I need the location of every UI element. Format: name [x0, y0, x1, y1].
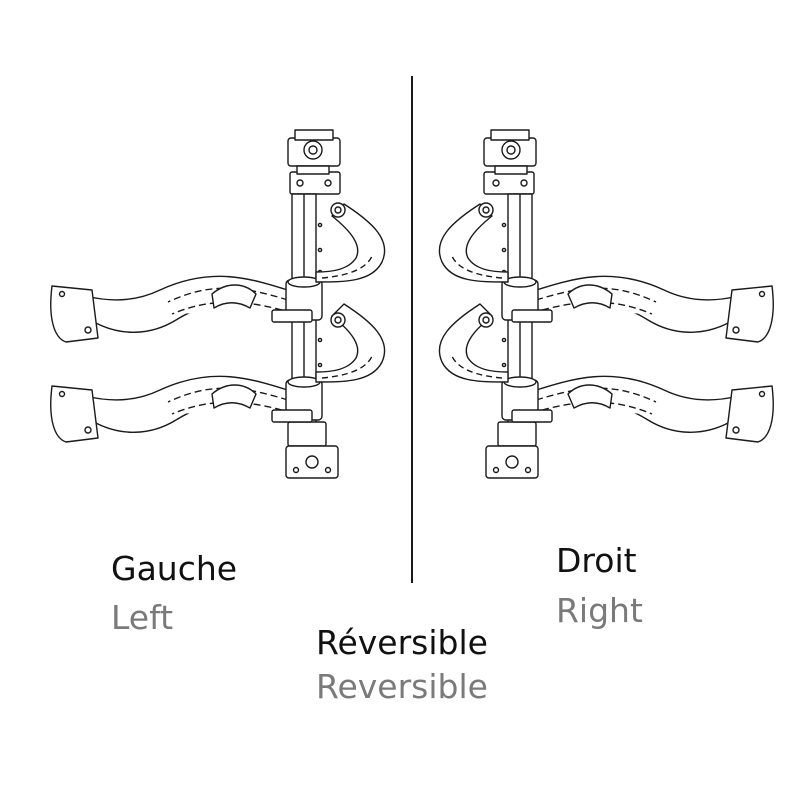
center-label-fr: Réversible: [316, 623, 488, 662]
left-label-fr: Gauche: [111, 549, 238, 588]
right-label-fr: Droit: [556, 541, 637, 580]
right-label-en: Right: [556, 591, 643, 630]
right-assembly: [438, 129, 774, 479]
left-assembly: [50, 129, 386, 479]
left-label-en: Left: [111, 598, 174, 637]
center-label-en: Reversible: [316, 667, 488, 706]
